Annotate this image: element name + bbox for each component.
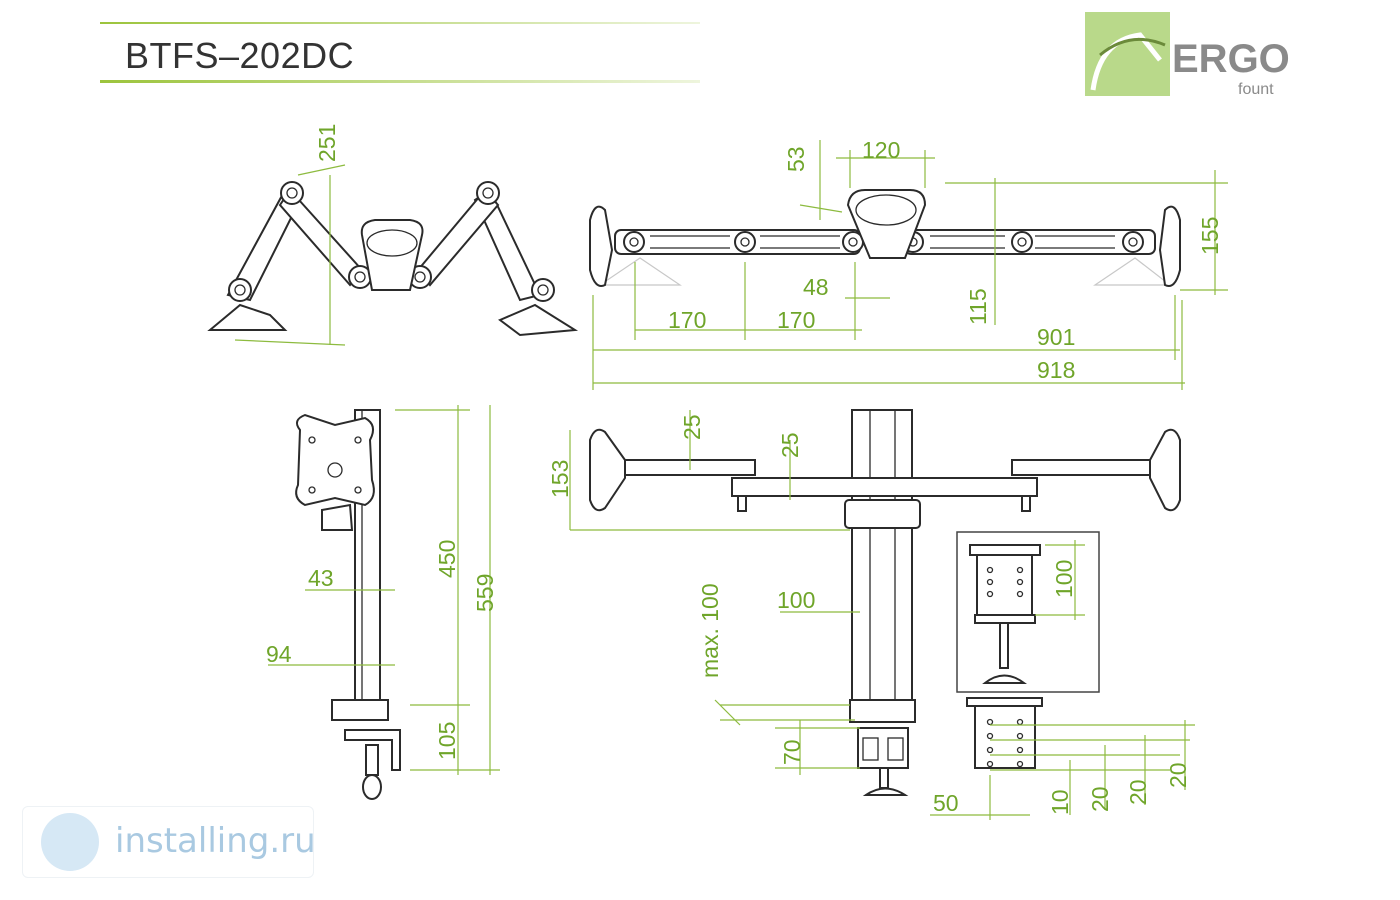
dim-70: 70 [779,739,805,765]
watermark: installing.ru [22,806,316,878]
dim-100: 100 [777,587,815,613]
logo-brand: ERGO [1172,37,1290,81]
ergo-logo: ERGO fount [1085,12,1290,98]
dim-153: 153 [547,460,573,498]
dim-25-a: 25 [679,414,705,440]
folded-arms-view: 251 [207,124,579,346]
dim-115: 115 [965,288,991,325]
dim-43: 43 [308,565,334,591]
dim-max-100: max. 100 [697,583,723,678]
logo-sub: fount [1238,81,1274,98]
clamp-detail: 100 50 10 20 20 20 [930,531,1195,820]
dim-20-c: 20 [1165,762,1191,788]
dim-901: 901 [1037,324,1075,350]
dim-53: 53 [783,146,809,172]
dim-20-a: 20 [1087,786,1113,812]
dim-918: 918 [1037,357,1075,383]
watermark-text: installing.ru [115,821,316,861]
extended-arms-view: 53 120 155 48 115 170 170 901 918 [589,137,1228,390]
model-title: BTFS–202DC [125,35,355,76]
cog-badge-icon [41,813,99,871]
dim-94: 94 [266,641,292,667]
dim-170-a: 170 [668,307,706,333]
dim-10: 10 [1047,789,1073,815]
title-rule-top [100,22,700,24]
dim-25-b: 25 [777,432,803,458]
dim-120: 120 [862,137,900,163]
dim-559: 559 [472,574,498,612]
dim-251: 251 [314,124,340,162]
front-view: 25 25 153 100 max. 100 70 [547,409,1181,796]
side-view: 43 94 450 559 105 [266,405,500,800]
dim-50: 50 [933,790,959,816]
dim-170-b: 170 [777,307,815,333]
dim-105: 105 [434,722,460,760]
dim-450: 450 [434,540,460,578]
dim-155: 155 [1197,217,1223,255]
dim-48: 48 [803,274,829,300]
dim-20-b: 20 [1125,779,1151,805]
dim-clamp-100: 100 [1051,560,1077,598]
title-rule-bottom [100,80,700,83]
